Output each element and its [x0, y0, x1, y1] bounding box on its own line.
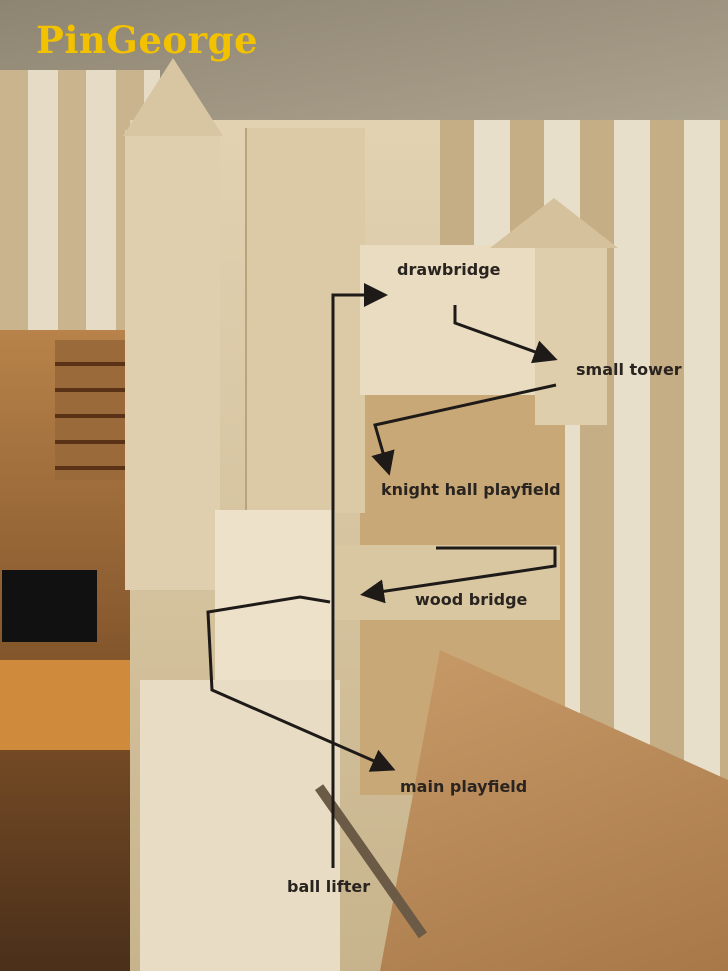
arrow-wood-bridge — [360, 546, 557, 604]
label-small-tower: small tower — [576, 360, 682, 379]
arrow-ball-lifter-drawbridge — [331, 283, 388, 868]
arrow-main-playfield — [206, 595, 396, 772]
label-ball-lifter: ball lifter — [287, 877, 371, 896]
desk — [0, 660, 150, 750]
shelf — [55, 340, 135, 480]
logo: PinGeorge — [36, 18, 259, 62]
left-tower-roof — [123, 58, 223, 136]
small-tower-roof — [490, 198, 618, 248]
label-main-playfield: main playfield — [400, 777, 528, 796]
left-tower — [125, 130, 220, 590]
label-knight-hall-playfield: knight hall playfield — [381, 480, 561, 499]
balcony — [215, 510, 335, 710]
label-wood-bridge: wood bridge — [415, 590, 528, 609]
arrow-knight-hall — [371, 383, 557, 476]
small-tower — [535, 245, 607, 425]
center-tower — [245, 128, 365, 513]
label-drawbridge: drawbridge — [397, 260, 501, 279]
monitor — [2, 570, 97, 642]
arrow-small-tower — [453, 305, 558, 364]
stone-wall — [140, 680, 340, 971]
